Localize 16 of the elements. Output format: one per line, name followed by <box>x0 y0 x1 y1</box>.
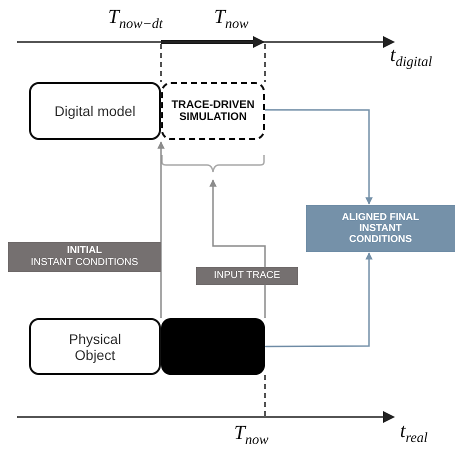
time-label: t$_{real}$ <box>400 420 428 447</box>
edge-label: INPUT TRACE <box>196 267 298 285</box>
time-label: T$_{now−dt}$ <box>108 6 163 33</box>
time-label: t$_{digital}$ <box>390 44 432 71</box>
arrow <box>265 109 373 205</box>
time-label: T$_{now}$ <box>214 6 248 33</box>
arrow <box>209 179 266 318</box>
arrow <box>265 252 373 348</box>
edge-label: INITIAL INSTANT CONDITIONS <box>8 242 161 272</box>
model-box: Digital model <box>29 82 161 140</box>
process-bar <box>161 318 265 375</box>
object-box: Physical Object <box>29 318 161 375</box>
arrow <box>157 141 165 318</box>
result-box: ALIGNED FINAL INSTANT CONDITIONS <box>306 205 455 252</box>
time-label: T$_{now}$ <box>234 422 268 449</box>
simulation-box: TRACE-DRIVEN SIMULATION <box>161 82 265 140</box>
